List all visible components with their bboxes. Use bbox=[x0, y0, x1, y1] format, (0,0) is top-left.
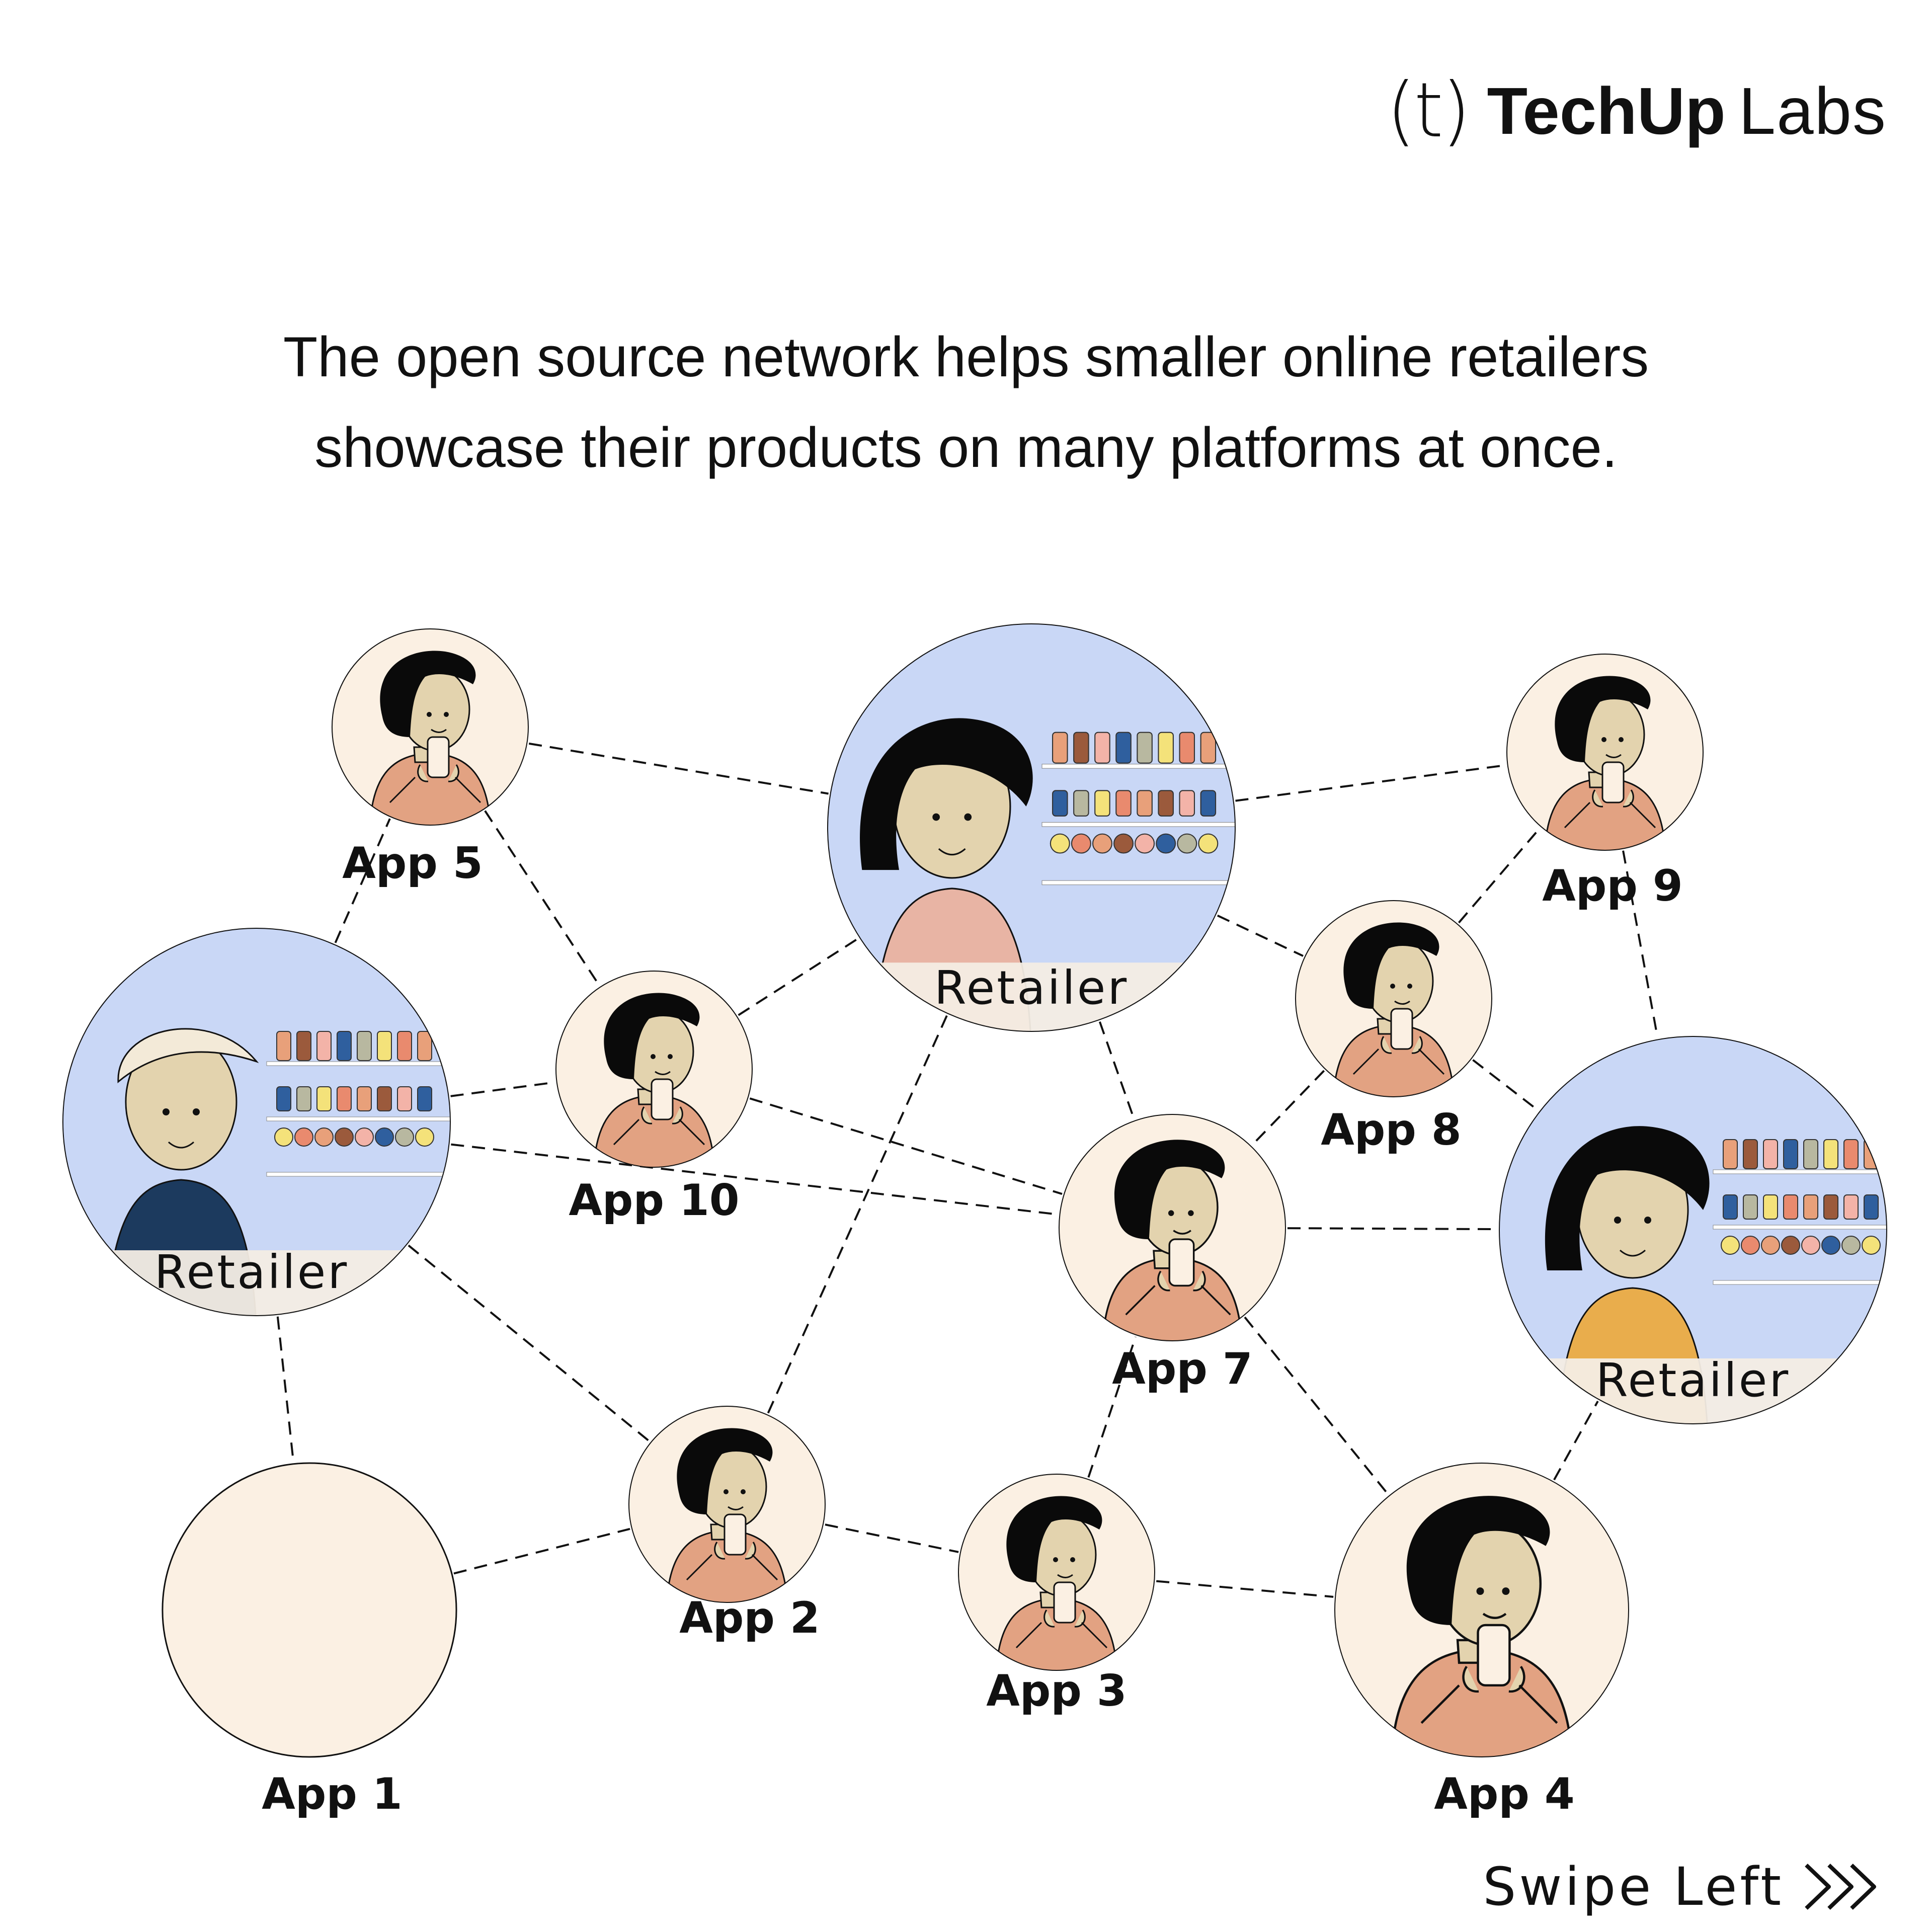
retailer-label: Retailer bbox=[154, 1245, 349, 1299]
edge-app5-retailer_top bbox=[528, 742, 829, 795]
logo-name-light: Labs bbox=[1738, 73, 1887, 148]
app-node[interactable] bbox=[958, 1474, 1155, 1673]
retailer-node[interactable] bbox=[820, 623, 1243, 1050]
retailer-label: Retailer bbox=[1596, 1353, 1790, 1407]
app-node[interactable] bbox=[555, 971, 753, 1170]
connection-lines bbox=[276, 742, 1659, 1598]
edge-app7-app4 bbox=[1244, 1316, 1389, 1495]
app-node[interactable] bbox=[1295, 900, 1492, 1099]
app-label: App 10 bbox=[569, 1175, 739, 1226]
app-label: App 7 bbox=[1112, 1344, 1252, 1394]
app-label: App 5 bbox=[342, 838, 482, 889]
headline-line-2: showcase their products on many platform… bbox=[314, 416, 1618, 479]
app-node[interactable] bbox=[1334, 1463, 1629, 1760]
app-label: App 2 bbox=[679, 1593, 820, 1643]
logo-mark: (t) bbox=[1386, 67, 1471, 154]
edge-retailer_top-app9 bbox=[1235, 764, 1506, 802]
edge-app4-retailer_right bbox=[1553, 1400, 1599, 1481]
swipe-left-hint[interactable]: Swipe Left bbox=[1483, 1856, 1887, 1917]
app-label: App 4 bbox=[1434, 1769, 1574, 1819]
headline-line-1: The open source network helps smaller on… bbox=[283, 326, 1649, 388]
app-label: App 8 bbox=[1321, 1105, 1461, 1155]
app-label: App 1 bbox=[262, 1769, 402, 1819]
edge-retailer_left-app7 bbox=[451, 1143, 1058, 1216]
edge-app10-retailer_top bbox=[738, 937, 859, 1016]
edge-app3-app4 bbox=[1156, 1580, 1334, 1598]
edge-app2-app3 bbox=[825, 1523, 959, 1553]
edge-retailer_left-app1 bbox=[276, 1316, 295, 1462]
edge-app8-app9 bbox=[1458, 827, 1541, 924]
app-label: App 3 bbox=[986, 1666, 1126, 1716]
app-node[interactable] bbox=[628, 1406, 826, 1605]
app-node[interactable] bbox=[1059, 1114, 1286, 1344]
edge-retailer_left-app10 bbox=[450, 1081, 555, 1097]
edge-app8-app7 bbox=[1251, 1070, 1325, 1146]
app-node[interactable] bbox=[1506, 654, 1704, 853]
retailer-node[interactable] bbox=[55, 928, 458, 1333]
logo-name-bold: TechUp bbox=[1487, 73, 1726, 148]
edge-app3-app7 bbox=[1087, 1336, 1137, 1478]
edge-retailer_left-app5 bbox=[334, 818, 391, 943]
swipe-left-label: Swipe Left bbox=[1483, 1856, 1784, 1917]
edge-app2-retailer_top bbox=[767, 1015, 948, 1414]
headline: The open source network helps smaller on… bbox=[0, 312, 1932, 493]
edge-app8-retailer_right bbox=[1472, 1059, 1539, 1111]
edge-app7-retailer_right bbox=[1287, 1227, 1498, 1231]
edge-retailer_left-app2 bbox=[408, 1244, 650, 1442]
retailer-label: Retailer bbox=[934, 961, 1129, 1015]
edge-app5-app10 bbox=[484, 810, 600, 986]
app-node[interactable] bbox=[162, 1462, 457, 1758]
labels-layer: App 1 App 2 App 3 App 4 App 5 App 7 App 8 App 9… bbox=[154, 838, 1790, 1819]
edge-retailer_top-app7 bbox=[1098, 1021, 1135, 1119]
edge-retailer_top-app8 bbox=[1217, 914, 1304, 957]
triple-chevron-right-icon bbox=[1805, 1864, 1876, 1910]
app-node[interactable] bbox=[332, 628, 529, 828]
edge-app1-app2 bbox=[453, 1527, 630, 1575]
edge-app10-app7 bbox=[749, 1097, 1063, 1195]
techup-labs-logo: (t) TechUp Labs bbox=[1387, 60, 1887, 161]
nodes-layer bbox=[55, 623, 1887, 1760]
app-label: App 9 bbox=[1542, 861, 1682, 911]
edge-app9-retailer_right bbox=[1622, 850, 1659, 1038]
